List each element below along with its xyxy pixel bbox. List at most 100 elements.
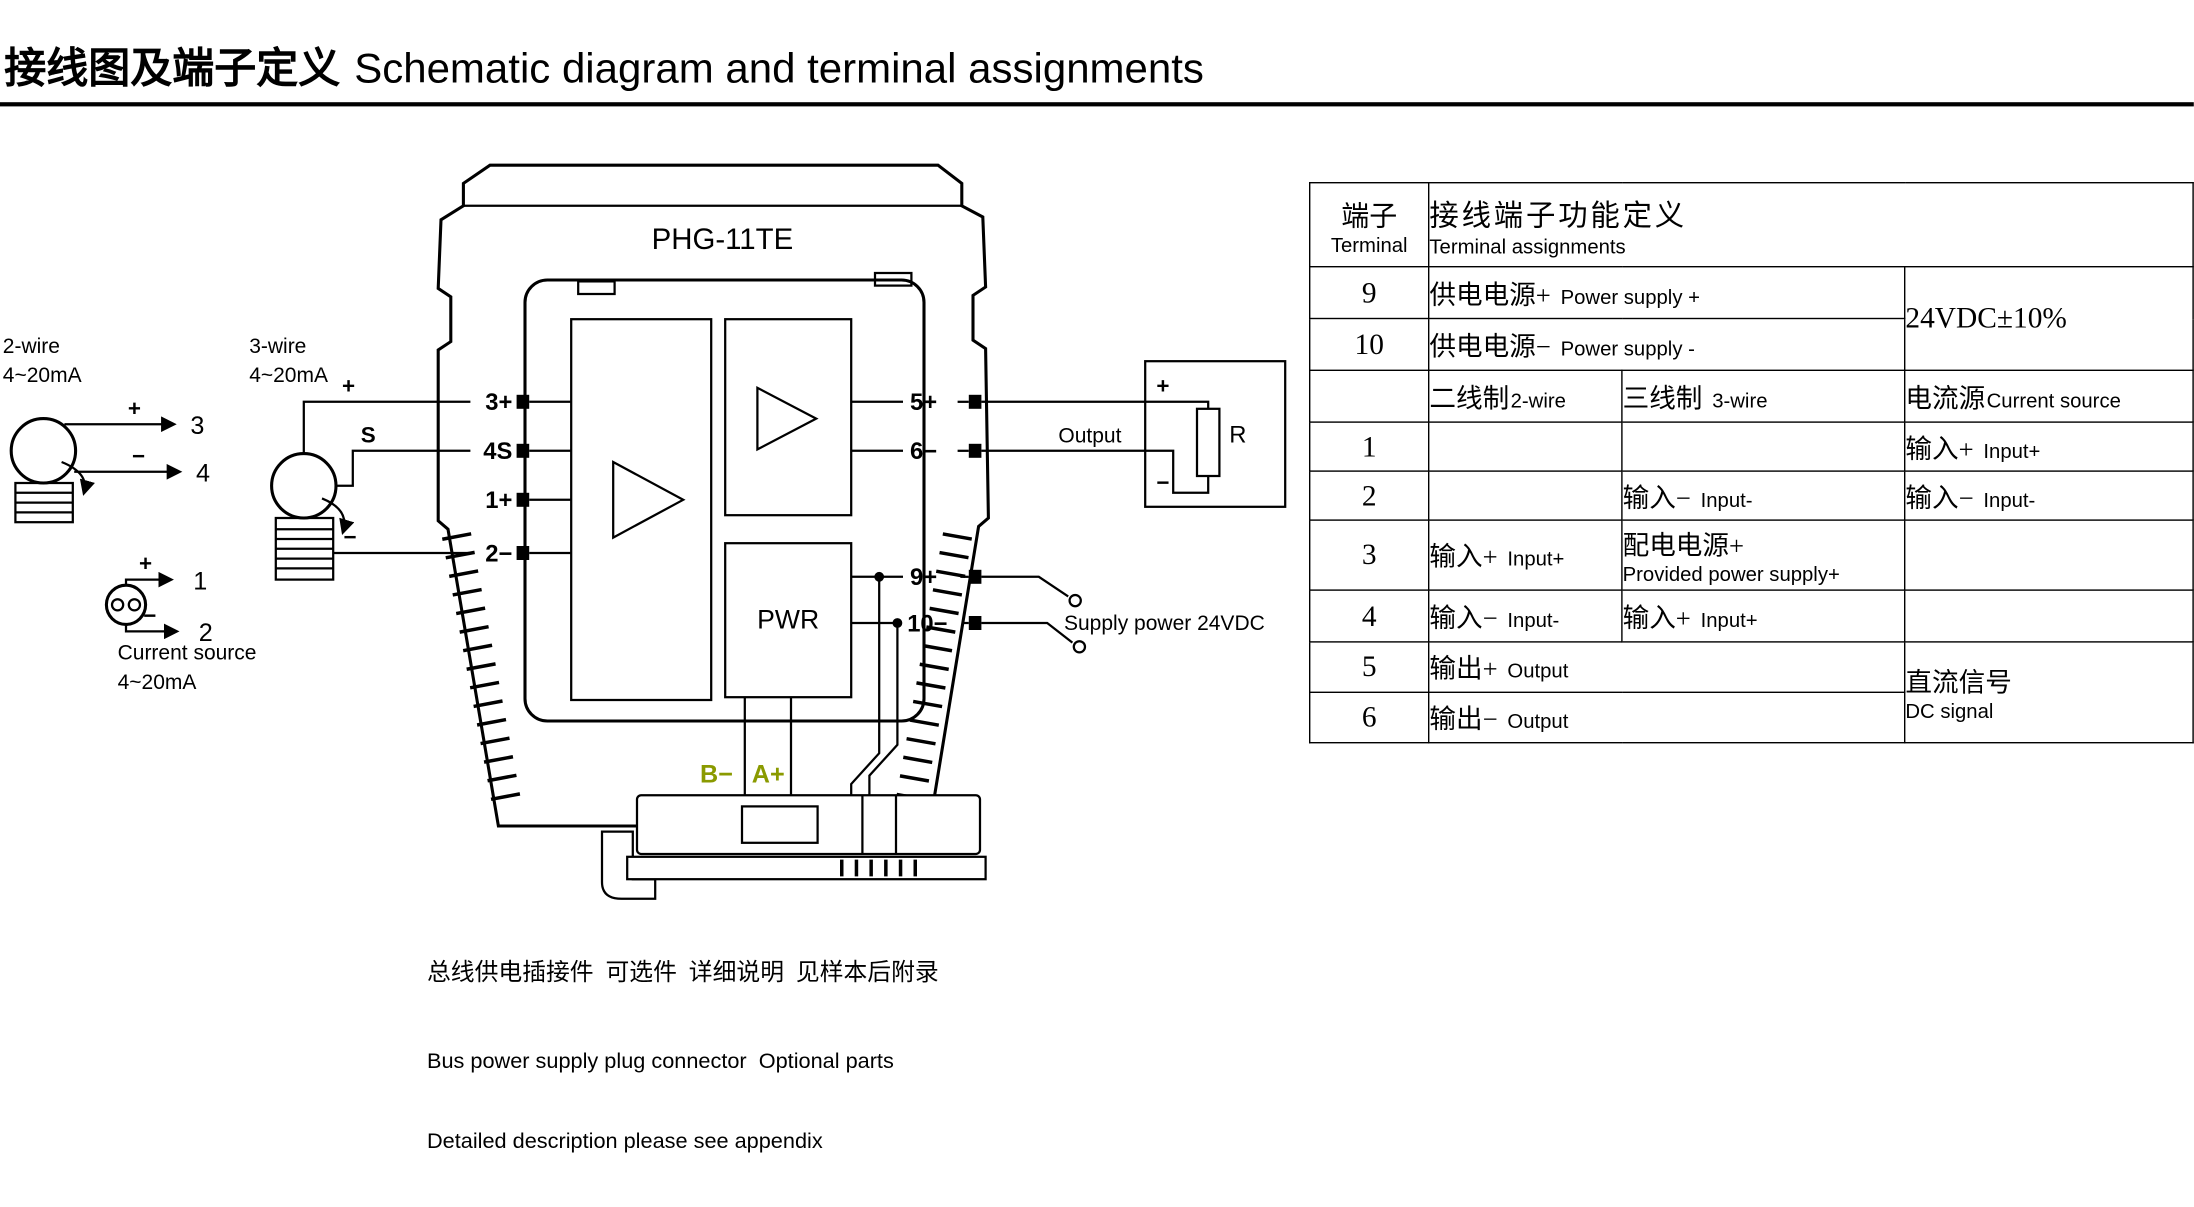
th-assignments-zh: 接线端子功能定义 xyxy=(1429,198,1687,232)
terminal-label-10: 10− xyxy=(907,610,947,637)
cell-4-2wire: 输入−Input- xyxy=(1427,589,1623,643)
amp-triangle xyxy=(612,460,686,540)
note-zh: 总线供电插接件 可选件 详细说明 见样本后附录 xyxy=(427,959,939,986)
cell-9-function: 供电电源+Power supply + xyxy=(1427,265,1906,320)
loop-arrow xyxy=(321,497,355,535)
terminal-number: 2 xyxy=(1308,470,1430,521)
cell-2-current-source: 输入−Input- xyxy=(1903,470,2194,521)
polarity-minus-label: − xyxy=(343,525,356,550)
th-assignments-en: Terminal assignments xyxy=(1429,235,1626,259)
terminal-label-2: 2− xyxy=(485,540,512,567)
plug-connector-detail xyxy=(740,805,819,844)
output-label: Output xyxy=(1058,424,1121,447)
terminal-number: 3 xyxy=(1308,519,1430,591)
polarity-plus-label: + xyxy=(139,551,152,576)
subheader-2wire: 二线制2-wire xyxy=(1427,369,1623,423)
amp-triangle xyxy=(756,385,819,452)
resistor-symbol xyxy=(1195,407,1221,478)
terminal-number-1: 1 xyxy=(193,567,207,595)
terminal-number-4: 4 xyxy=(196,460,210,488)
resistor-label: R xyxy=(1229,421,1246,448)
schematic-canvas: PWR PHG-11TE 3+ 4S 1+ 2− xyxy=(3,163,1287,900)
supply-terminal-circle xyxy=(1072,640,1087,654)
inner-module: PWR PHG-11TE xyxy=(523,223,926,723)
signal-s-label: S xyxy=(361,422,376,447)
subheader-current-source: 电流源Current source xyxy=(1903,369,2194,423)
output-terminal-group: 5+ 6− 9+ 10− xyxy=(851,389,982,637)
housing-detail xyxy=(577,280,616,296)
cell-2-3wire: 输入−Input- xyxy=(1621,470,1906,521)
terminal-square-10 xyxy=(968,616,982,630)
th-terminal: 端子 Terminal xyxy=(1308,181,1430,268)
table-row: 3 输入+Input+ 配电电源+ Provided power supply+ xyxy=(1308,519,2194,591)
cell-empty xyxy=(1308,369,1430,423)
terminal-square-2 xyxy=(516,546,530,560)
cell-dc-signal: 直流信号 DC signal xyxy=(1903,641,2194,744)
cell-empty xyxy=(1903,589,2194,643)
wire xyxy=(124,623,180,640)
polarity-minus-label: − xyxy=(1156,470,1169,495)
th-terminal-zh: 端子 xyxy=(1341,201,1398,233)
terminal-label-1: 1+ xyxy=(485,487,512,514)
polarity-minus-label: − xyxy=(132,443,145,468)
terminal-square-3 xyxy=(516,394,530,409)
cell-3-2wire: 输入+Input+ xyxy=(1427,519,1623,591)
terminal-square-9 xyxy=(968,569,982,584)
wire xyxy=(335,449,471,487)
table-row: 2 输入−Input- 输入−Input- xyxy=(1308,470,2194,521)
terminal-label-3: 3+ xyxy=(485,389,512,416)
table-header-row: 端子 Terminal 接线端子功能定义 Terminal assignment… xyxy=(1308,181,2194,268)
terminal-number: 1 xyxy=(1308,421,1430,472)
three-wire-transmitter: + S − 3-wire 4~20mA xyxy=(249,335,471,581)
supply-power-label: Supply power 24VDC xyxy=(1064,612,1265,635)
output-load: + − R Output xyxy=(981,360,1287,508)
terminal-assignment-table: 端子 Terminal 接线端子功能定义 Terminal assignment… xyxy=(1308,181,2194,744)
power-supply-connection: Supply power 24VDC xyxy=(981,575,1265,654)
table-row: 6 输出−Output xyxy=(1308,691,2193,744)
amplifier-block xyxy=(570,318,713,702)
page-title-en: Schematic diagram and terminal assignmen… xyxy=(354,46,1204,93)
wire xyxy=(850,576,881,796)
transmitter-circle xyxy=(270,452,338,520)
terminal-square-1 xyxy=(516,492,530,507)
current-source-label: Current source xyxy=(118,641,257,664)
table-row: 4 输入−Input- 输入+Input+ xyxy=(1308,589,2194,643)
din-rail-bar xyxy=(626,855,987,881)
loop-arrow xyxy=(61,460,95,496)
terminal-label-4: 4S xyxy=(483,438,512,465)
supply-terminal-circle xyxy=(1068,593,1082,608)
table-row: 9 供电电源+Power supply + 24VDC±10% xyxy=(1308,265,2194,371)
current-source-range: 4~20mA xyxy=(118,671,197,694)
terminal-square-5 xyxy=(968,394,982,409)
wire xyxy=(124,571,174,588)
terminal-number: 6 xyxy=(1308,691,1430,744)
cell-6-function: 输出−Output xyxy=(1427,691,1906,744)
terminal-label-6: 6− xyxy=(910,438,937,465)
wire xyxy=(981,449,1210,494)
terminal-number-2: 2 xyxy=(199,619,213,647)
terminal-number: 5 xyxy=(1308,641,1430,693)
device-model-label: PHG-11TE xyxy=(652,223,794,256)
current-source-symbol: + − 1 2 Current source 4~20mA xyxy=(104,551,257,694)
two-wire-label: 2-wire xyxy=(3,335,60,358)
polarity-plus-label: + xyxy=(342,373,355,398)
input-terminal-group: 3+ 4S 1+ 2− xyxy=(483,389,572,567)
source-inner-circle xyxy=(127,598,142,612)
two-wire-transmitter: + − 3 4 2-wire 4~20mA xyxy=(3,335,210,524)
wire xyxy=(868,622,899,796)
cell-5-function: 输出+Output xyxy=(1427,641,1906,693)
th-terminal-en: Terminal xyxy=(1330,235,1408,258)
terminal-label-9: 9+ xyxy=(910,564,937,591)
power-block xyxy=(724,542,853,699)
cell-4-3wire: 输入+Input+ xyxy=(1621,589,1906,643)
polarity-minus-label: − xyxy=(143,603,156,628)
load-box xyxy=(1144,360,1287,508)
cell-empty xyxy=(1621,421,1906,472)
three-wire-range: 4~20mA xyxy=(249,364,328,387)
bus-connector: B− A+ xyxy=(600,576,987,900)
three-wire-label: 3-wire xyxy=(249,335,306,358)
bus-a-label: A+ xyxy=(752,761,785,789)
